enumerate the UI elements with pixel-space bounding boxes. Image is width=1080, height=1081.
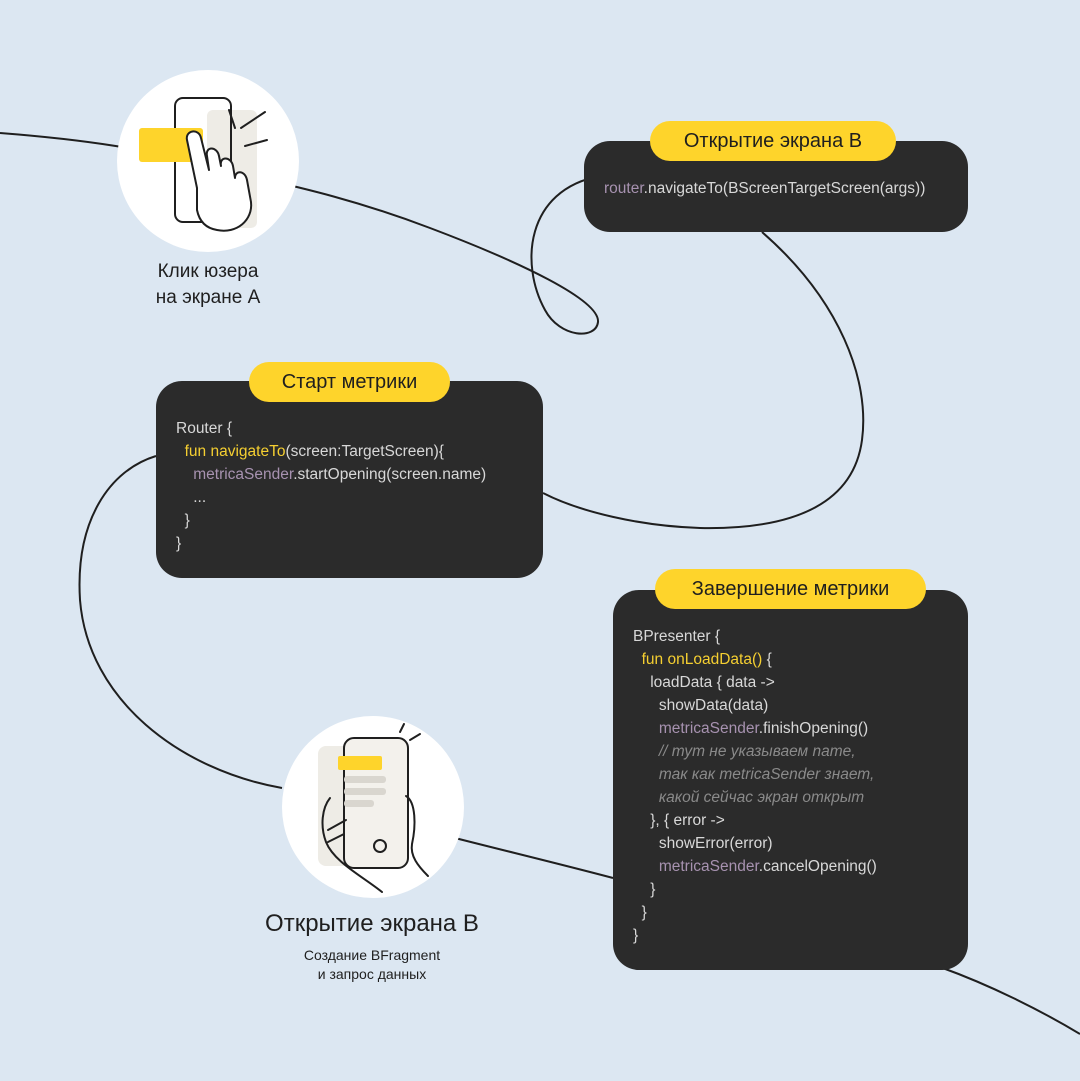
code-line: } <box>633 901 968 924</box>
code-line: showData(data) <box>633 694 968 717</box>
open-b-title: Открытие экрана В <box>265 910 479 937</box>
code-line: BPresenter { <box>633 625 968 648</box>
open-screen-b-pill: Открытие экрана В <box>650 121 896 161</box>
code-text: ... <box>193 489 207 506</box>
code-keyword: fun <box>641 651 668 668</box>
code-text: } <box>641 904 647 921</box>
code-text: }, { error -> <box>650 812 725 829</box>
code-text: BPresenter { <box>633 628 721 645</box>
click-caption-line-1: Клик юзера <box>157 261 259 282</box>
code-text: loadData { data -> <box>650 674 775 691</box>
code-text: .finishOpening() <box>758 720 869 737</box>
code-text: } <box>650 881 656 898</box>
code-object: metricaSender <box>658 858 759 875</box>
code-line: router.navigateTo(BScreenTargetScreen(ar… <box>604 177 968 200</box>
code-comment: какой сейчас экран открыт <box>658 789 865 806</box>
code-line: // тут не указываем name, <box>633 740 968 763</box>
code-object: metricaSender <box>193 466 294 483</box>
code-function: onLoadData() <box>667 651 767 668</box>
code-text: } <box>176 535 182 552</box>
code-line: showError(error) <box>633 832 968 855</box>
code-line: metricaSender.cancelOpening() <box>633 855 968 878</box>
code-line: } <box>176 532 543 555</box>
code-keyword: fun <box>184 443 211 460</box>
code-line: fun navigateTo(screen:TargetScreen){ <box>176 440 543 463</box>
code-call: .navigateTo(BScreenTargetScreen(args)) <box>643 180 926 197</box>
click-caption: Клик юзера на экране А <box>118 259 298 311</box>
code-line: Router { <box>176 417 543 440</box>
code-text: } <box>184 512 190 529</box>
click-illustration-circle <box>117 70 299 252</box>
start-metric-code-card: Router { fun navigateTo(screen:TargetScr… <box>156 381 543 578</box>
code-text: { <box>766 651 772 668</box>
code-text: } <box>633 927 639 944</box>
code-line: } <box>633 924 968 947</box>
code-text: Router { <box>176 420 233 437</box>
code-text: showError(error) <box>658 835 773 852</box>
open-b-subtitle-line-2: и запрос данных <box>317 966 427 982</box>
open-b-caption: Открытие экрана В Создание BFragment и з… <box>232 908 512 984</box>
code-line: ... <box>176 486 543 509</box>
hand-tap-phone-icon <box>139 97 268 232</box>
code-line: metricaSender.startOpening(screen.name) <box>176 463 543 486</box>
code-comment: так как metricaSender знает, <box>658 766 875 783</box>
code-line: loadData { data -> <box>633 671 968 694</box>
code-line: } <box>176 509 543 532</box>
code-line: metricaSender.finishOpening() <box>633 717 968 740</box>
code-text: showData(data) <box>658 697 769 714</box>
code-line: fun onLoadData() { <box>633 648 968 671</box>
code-function: navigateTo <box>210 443 286 460</box>
code-text: .startOpening(screen.name) <box>293 466 487 483</box>
code-text: .cancelOpening() <box>758 858 877 875</box>
start-metric-pill: Старт метрики <box>249 362 450 402</box>
open-b-subtitle-line-1: Создание BFragment <box>303 947 441 963</box>
finish-metric-pill: Завершение метрики <box>655 569 926 609</box>
code-text: (screen:TargetScreen){ <box>285 443 444 460</box>
code-line: какой сейчас экран открыт <box>633 786 968 809</box>
open-b-illustration-circle <box>282 716 464 898</box>
code-object: metricaSender <box>658 720 759 737</box>
code-line: } <box>633 878 968 901</box>
hand-holding-phone-icon <box>318 723 429 893</box>
click-caption-line-2: на экране А <box>155 287 261 308</box>
code-object: router <box>604 180 644 197</box>
code-comment: // тут не указываем name, <box>658 743 856 760</box>
finish-metric-code-card: BPresenter { fun onLoadData() { loadData… <box>613 590 968 970</box>
code-line: так как metricaSender знает, <box>633 763 968 786</box>
code-line: }, { error -> <box>633 809 968 832</box>
